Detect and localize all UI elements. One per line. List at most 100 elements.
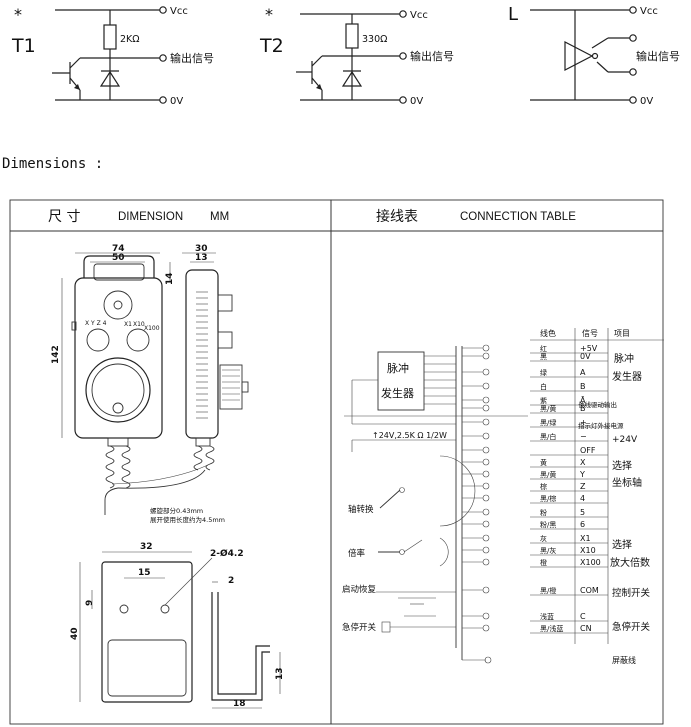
l-output: 输出信号 xyxy=(636,49,680,63)
group-long-line: 长线驱动输出 xyxy=(578,400,617,409)
group-rate-1: 选择 xyxy=(612,538,632,551)
row-color: 红 xyxy=(540,344,547,353)
axis-switch-label: 轴转换 xyxy=(348,504,374,515)
t1-vcc: Vcc xyxy=(170,6,188,17)
terminal-circle xyxy=(482,546,490,554)
dim-hole-offset: 9 xyxy=(85,600,95,606)
pulse-box-line-2: 发生器 xyxy=(381,386,414,400)
row-signal: 6 xyxy=(580,520,585,529)
row-color: 黑/绿 xyxy=(540,418,556,427)
terminal-circle xyxy=(482,446,490,454)
terminal-circle xyxy=(482,558,490,566)
terminal-circle xyxy=(482,352,490,360)
row-color: 黄 xyxy=(540,458,547,467)
dim-top-height: 14 xyxy=(165,272,175,285)
pulse-box-line-1: 脉冲 xyxy=(387,361,409,375)
circuit-l: L Vcc 输出信号 0V xyxy=(508,4,680,107)
dim-lip: 13 xyxy=(275,667,285,680)
dim-depth: 18 xyxy=(233,699,246,709)
row-signal: − xyxy=(580,432,587,441)
row-color: 粉/黑 xyxy=(540,520,556,529)
dim-front-inner: 50 xyxy=(112,253,125,263)
dimensions-heading: Dimensions : xyxy=(2,156,103,172)
row-color: 黑/橙 xyxy=(540,586,556,595)
row-color: 黑/灰 xyxy=(540,546,556,555)
row-signal: X1 xyxy=(580,534,591,543)
row-signal: B̄ xyxy=(580,403,586,413)
row-signal: + xyxy=(580,418,587,427)
dimension-title-en: DIMENSION xyxy=(118,211,183,223)
connection-title-cn: 接线表 xyxy=(376,208,418,225)
terminal-circle xyxy=(482,612,490,620)
row-signal: B xyxy=(580,382,586,391)
dimension-unit: MM xyxy=(210,211,229,223)
row-signal: A xyxy=(580,368,586,377)
row-signal: Ā xyxy=(580,395,586,405)
row-color: 紫 xyxy=(540,397,547,405)
dial-rate-x10: X10 xyxy=(133,321,145,328)
terminal-circle xyxy=(482,432,490,440)
t2-resistor: 330Ω xyxy=(362,34,387,45)
row-color: 灰 xyxy=(540,534,547,543)
row-color: 黑 xyxy=(540,353,547,361)
terminal-circle xyxy=(482,368,490,376)
voltage-note: ↑24V,2.5K Ω 1/2W xyxy=(372,431,447,440)
dim-hole-spacing: 15 xyxy=(138,568,151,578)
row-color: 黑/黄 xyxy=(540,470,556,479)
terminal-circle xyxy=(482,404,490,412)
start-reset-label: 启动恢复 xyxy=(342,584,377,595)
rate-switch-label: 倍率 xyxy=(348,548,366,559)
group-control: 控制开关 xyxy=(612,587,651,599)
row-signal: C xyxy=(580,612,586,621)
dim-hole-dia: 2-Ø4.2 xyxy=(210,548,244,559)
group-shield: 屏蔽线 xyxy=(612,655,636,665)
terminal-circle xyxy=(482,344,490,352)
dim-bracket-width: 32 xyxy=(140,542,153,552)
row-color: 橙 xyxy=(540,558,547,567)
group-estop: 急停开关 xyxy=(612,621,651,633)
row-color: 浅蓝 xyxy=(540,612,554,621)
t1-name: T1 xyxy=(11,35,36,57)
t1-output: 输出信号 xyxy=(170,51,214,65)
dimension-panel: 尺 寸 DIMENSION MM 74 50 30 13 X Y Z 4 X1 … xyxy=(9,199,332,725)
row-color: 黑/白 xyxy=(540,432,556,441)
terminal-circle xyxy=(482,382,490,390)
terminal-circle xyxy=(482,482,490,490)
t1-resistor: 2KΩ xyxy=(120,34,140,45)
connection-title-en: CONNECTION TABLE xyxy=(460,211,576,223)
row-color: 黑/棕 xyxy=(540,494,556,503)
group-indicator: 指示灯外接电源 xyxy=(578,421,624,430)
t2-output: 输出信号 xyxy=(410,49,454,63)
header-color: 线色 xyxy=(540,328,556,338)
l-name: L xyxy=(508,4,518,25)
row-signal: CN xyxy=(580,624,592,633)
row-color: 绿 xyxy=(540,368,547,377)
row-signal: OFF xyxy=(580,446,596,455)
cable-note-2: 展开使用长度约为4.5mm xyxy=(150,515,225,524)
row-signal: X100 xyxy=(580,558,601,567)
circuit-t2: * T2 Vcc 330Ω 输出信号 0V xyxy=(259,5,454,107)
row-signal: 4 xyxy=(580,494,585,503)
row-signal: +5V xyxy=(580,344,598,353)
t2-name: T2 xyxy=(259,35,284,57)
dim-bracket-height: 40 xyxy=(70,627,80,640)
row-signal: Y xyxy=(579,470,585,479)
dimension-title-cn: 尺 寸 xyxy=(48,209,80,225)
terminal-circle xyxy=(482,458,490,466)
terminal-circle xyxy=(482,520,490,528)
group-plus24: +24V xyxy=(612,435,638,445)
row-signal: Z xyxy=(580,482,586,491)
dial-rate-x100: X100 xyxy=(144,325,160,332)
dial-rate-x1: X1 xyxy=(124,321,132,328)
t2-vcc: Vcc xyxy=(410,10,428,21)
group-rate-2: 放大倍数 xyxy=(610,556,650,569)
group-axis-1: 选择 xyxy=(612,459,632,472)
group-pulse-1: 脉冲 xyxy=(614,352,634,365)
estop-label: 急停开关 xyxy=(342,622,377,633)
dial-axis-label: X Y Z 4 xyxy=(85,320,107,327)
terminal-circle xyxy=(482,624,490,632)
l-vcc: Vcc xyxy=(640,6,658,17)
row-color: 粉 xyxy=(540,508,547,517)
